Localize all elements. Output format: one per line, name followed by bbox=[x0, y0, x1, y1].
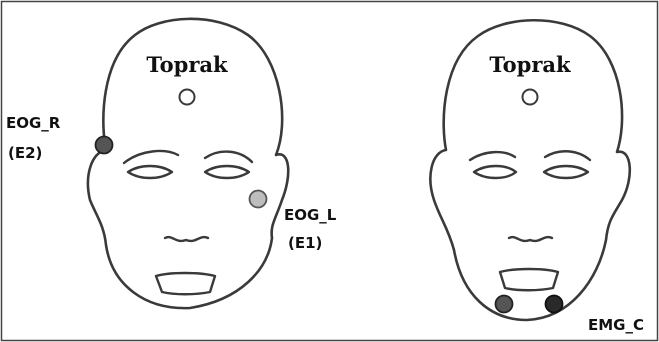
eog-r-code: (E2) bbox=[8, 144, 42, 162]
left-ground-label: Toprak bbox=[146, 52, 228, 77]
eog-r-label: EOG_R bbox=[6, 114, 61, 132]
eog-r-electrode bbox=[96, 137, 113, 154]
right-ground-electrode bbox=[523, 90, 538, 105]
emg-c-label: EMG_C bbox=[588, 316, 644, 334]
eog-l-electrode bbox=[250, 191, 267, 208]
left-ground-electrode bbox=[180, 90, 195, 105]
emg-electrode-right bbox=[546, 296, 563, 313]
emg-electrode-left bbox=[496, 296, 513, 313]
eog-l-code: (E1) bbox=[288, 234, 322, 252]
eog-l-label: EOG_L bbox=[284, 206, 337, 224]
right-ground-label: Toprak bbox=[489, 52, 571, 77]
